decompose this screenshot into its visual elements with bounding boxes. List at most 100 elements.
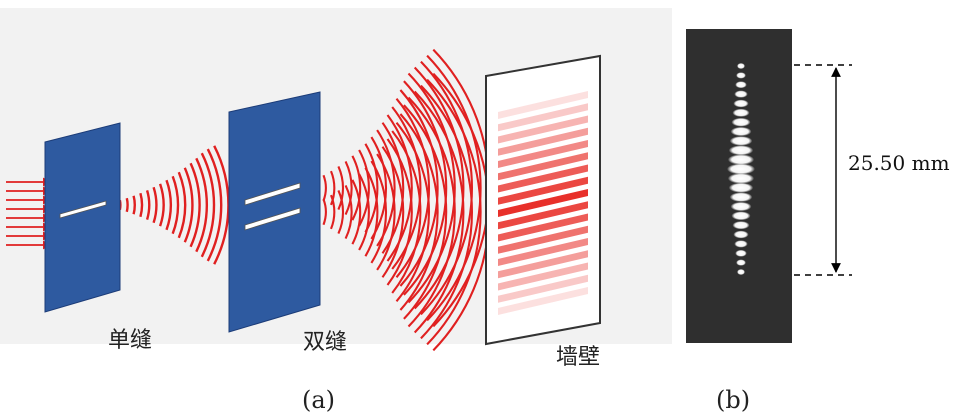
measurement-label: 25.50 mm	[848, 151, 950, 175]
incident-light-rays	[6, 177, 52, 250]
wave-front-double	[391, 106, 422, 270]
fringe-spot	[737, 269, 745, 275]
wave-front-double	[337, 189, 345, 235]
wave-front-double	[386, 138, 413, 286]
wave-front-double	[395, 98, 431, 278]
measurement-indicator	[794, 64, 852, 276]
wave-front-double	[370, 160, 388, 264]
wave-front-single	[145, 190, 151, 220]
fringe-band	[498, 201, 588, 230]
fringe-spot	[733, 230, 749, 239]
fringe-photograph	[686, 29, 792, 343]
wave-front-single	[177, 171, 187, 239]
fringe-spot	[730, 126, 752, 137]
wave-front-double	[364, 143, 379, 233]
wave-front-single	[189, 162, 201, 248]
caption-b: (b)	[716, 386, 750, 414]
wave-front-single	[171, 175, 180, 235]
fringe-spot	[728, 182, 754, 193]
fringe-band	[498, 127, 588, 156]
wave-front-double	[376, 153, 396, 271]
wave-front-double	[351, 155, 362, 221]
fringe-spot	[727, 154, 755, 165]
wave-front-double	[403, 80, 448, 296]
wave-front-single	[125, 197, 129, 213]
wave-front-single	[206, 148, 223, 262]
wave-front-single	[195, 157, 209, 253]
single-slit-panel	[44, 122, 121, 313]
fringe-spot	[734, 90, 748, 98]
wave-front-single	[200, 152, 216, 258]
fringe-band	[498, 152, 588, 181]
fringe-spot	[735, 81, 747, 89]
wave-front-double	[413, 90, 465, 334]
wave-front-double	[344, 160, 353, 216]
wave-front-single	[165, 179, 173, 231]
caption-a: (a)	[302, 386, 335, 414]
wave-front-double	[391, 130, 422, 294]
interfering-waves-double	[298, 48, 491, 352]
wave-front-double	[420, 60, 473, 316]
wave-front-double	[322, 198, 327, 226]
wave-front-single	[152, 186, 158, 224]
fringe-spots	[727, 63, 755, 275]
fringe-spot	[731, 211, 751, 221]
label-single-slit: 单缝	[108, 328, 152, 353]
fringe-band	[498, 213, 588, 242]
fringe-band	[498, 262, 588, 291]
fringe-spot	[737, 63, 745, 69]
wave-front-double	[337, 165, 345, 211]
fringe-band	[498, 250, 588, 279]
wave-front-double	[351, 179, 362, 245]
fringe-spot	[727, 173, 755, 184]
wave-front-double	[420, 84, 473, 340]
wave-front-double	[407, 72, 456, 304]
fringe-band	[498, 164, 588, 193]
interference-fringes	[498, 91, 588, 315]
wall-screen	[485, 54, 601, 346]
double-slit-panel	[228, 91, 321, 333]
fringe-spot	[728, 145, 754, 156]
fringe-band	[498, 103, 588, 132]
fringe-band	[498, 274, 588, 303]
single-slit-opening	[59, 200, 107, 219]
wave-front-double	[358, 173, 370, 251]
double-slit-upper-opening	[244, 182, 301, 206]
wave-front-double	[407, 96, 456, 328]
wave-front-double	[330, 194, 336, 230]
wave-front-double	[381, 146, 405, 278]
fringe-spot	[729, 136, 753, 146]
fringe-band	[498, 115, 588, 144]
wave-front-double	[413, 66, 465, 310]
fringe-spot	[732, 221, 750, 230]
fringe-spot	[736, 72, 746, 79]
fringe-band	[498, 225, 588, 254]
wave-front-single	[213, 145, 230, 265]
fringe-band	[498, 91, 588, 119]
fringe-spot	[731, 117, 751, 127]
fringe-spot	[727, 163, 755, 175]
fringe-band	[498, 287, 588, 315]
fringe-spot	[730, 201, 752, 212]
wave-front-double	[358, 149, 370, 227]
wave-front-single	[139, 192, 144, 218]
fringe-spot	[732, 108, 750, 117]
wave-front-single	[158, 183, 165, 227]
fringe-spot	[735, 249, 747, 257]
wave-front-single	[132, 195, 136, 215]
label-double-slit: 双缝	[303, 330, 347, 355]
fringe-band	[498, 176, 588, 205]
wave-front-double	[370, 136, 388, 240]
wave-front-double	[399, 113, 439, 311]
label-wall: 墙壁	[556, 345, 600, 370]
wave-front-double	[395, 122, 431, 302]
wave-front-single	[183, 167, 194, 243]
fringe-band	[498, 140, 588, 168]
wave-front-double	[344, 184, 353, 240]
wave-front-double	[330, 170, 336, 206]
fringe-band	[498, 189, 588, 217]
fringe-band	[498, 238, 588, 266]
fringe-spot	[729, 192, 753, 202]
